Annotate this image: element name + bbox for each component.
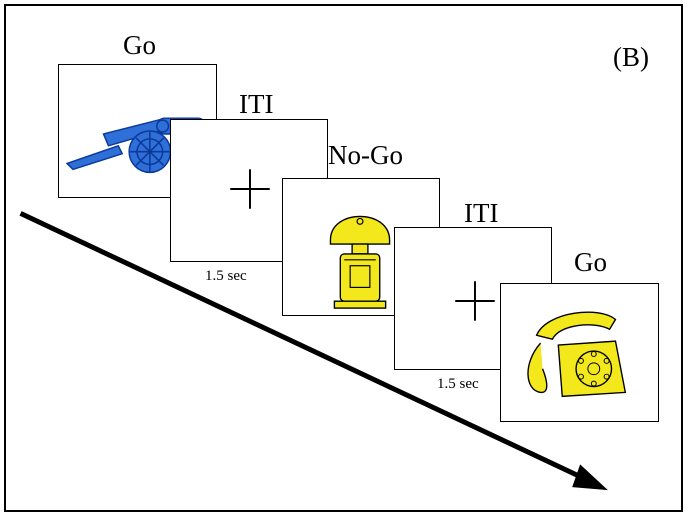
stimulus-card-bell (282, 178, 440, 316)
bell-icon (329, 215, 391, 309)
iti-duration-2: 1.5 sec (437, 376, 479, 392)
trial-label-go: Go (123, 30, 156, 60)
trial-label-iti-2: ITI (464, 198, 499, 228)
time-arrow-icon (19, 211, 608, 491)
trial-label-nogo: No-Go (328, 140, 403, 170)
stimulus-card-telephone (500, 283, 659, 422)
panel-label: (B) (613, 42, 649, 72)
telephone-icon (527, 311, 627, 398)
fixation-cross-icon (230, 169, 270, 209)
figure-frame: (B) Go ITI 1.5 sec (4, 4, 683, 512)
fixation-cross-icon (455, 281, 495, 321)
trial-label-go-2: Go (574, 247, 607, 277)
iti-duration: 1.5 sec (205, 268, 247, 284)
trial-label-iti: ITI (239, 89, 274, 119)
